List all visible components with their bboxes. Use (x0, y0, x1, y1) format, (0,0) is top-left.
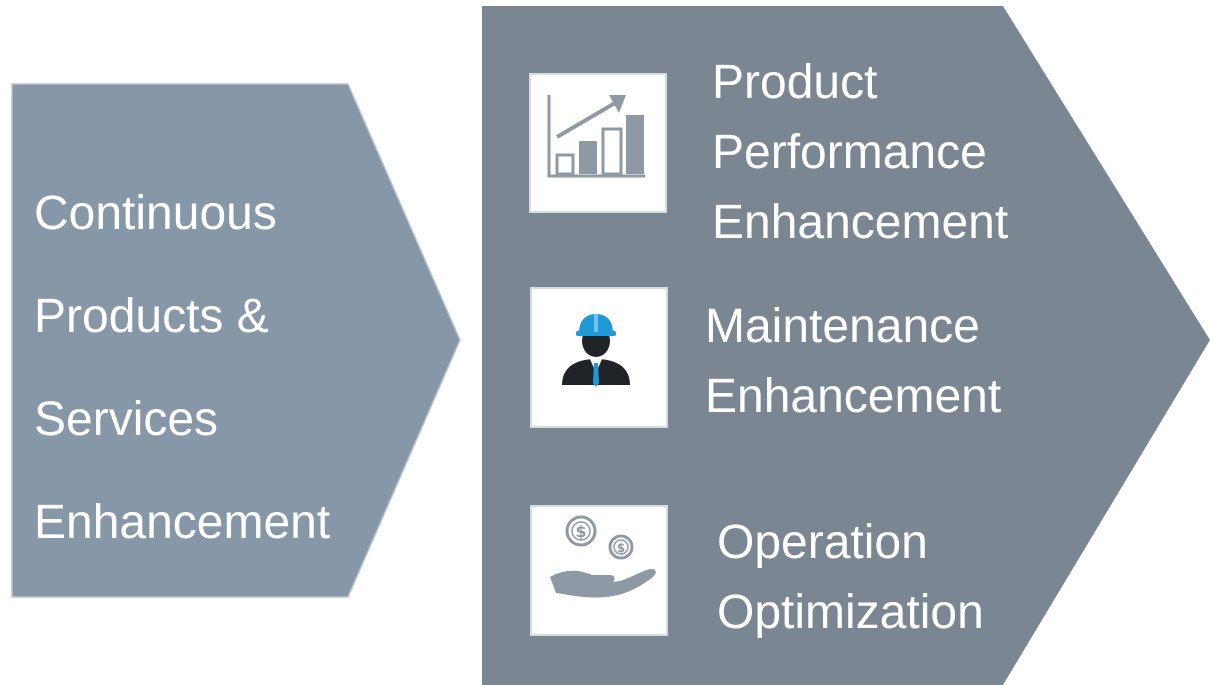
engineer-icon (562, 314, 630, 387)
item-2-line-2: Enhancement (705, 370, 1002, 423)
item-3-line-1: Operation (717, 516, 928, 569)
svg-text:$: $ (575, 522, 586, 541)
left-line-2: Products & (34, 290, 269, 343)
item-3-label: Operation Optimization (717, 508, 984, 648)
item-2-line-1: Maintenance (705, 300, 980, 353)
money-hand-icon: $ $ (550, 515, 656, 598)
item-1-line-3: Enhancement (712, 196, 1009, 249)
item-1-line-2: Performance (712, 126, 987, 179)
item-2-label: Maintenance Enhancement (705, 292, 1001, 432)
left-chevron-label: Continuous Products & Services Enhanceme… (34, 162, 364, 574)
svg-text:$: $ (617, 541, 625, 555)
item-3-line-2: Optimization (717, 586, 984, 639)
engineer-icon-box (530, 287, 668, 428)
money-hand-icon-box: $ $ (530, 505, 668, 636)
left-chevron (11, 83, 461, 598)
left-line-1: Continuous (34, 187, 277, 240)
growth-chart-icon-box (529, 73, 667, 213)
left-line-4: Enhancement (34, 496, 331, 549)
item-1-label: Product Performance Enhancement (712, 48, 1008, 258)
left-line-3: Services (34, 393, 219, 446)
item-1-line-1: Product (712, 56, 878, 109)
growth-chart-icon (547, 95, 645, 178)
